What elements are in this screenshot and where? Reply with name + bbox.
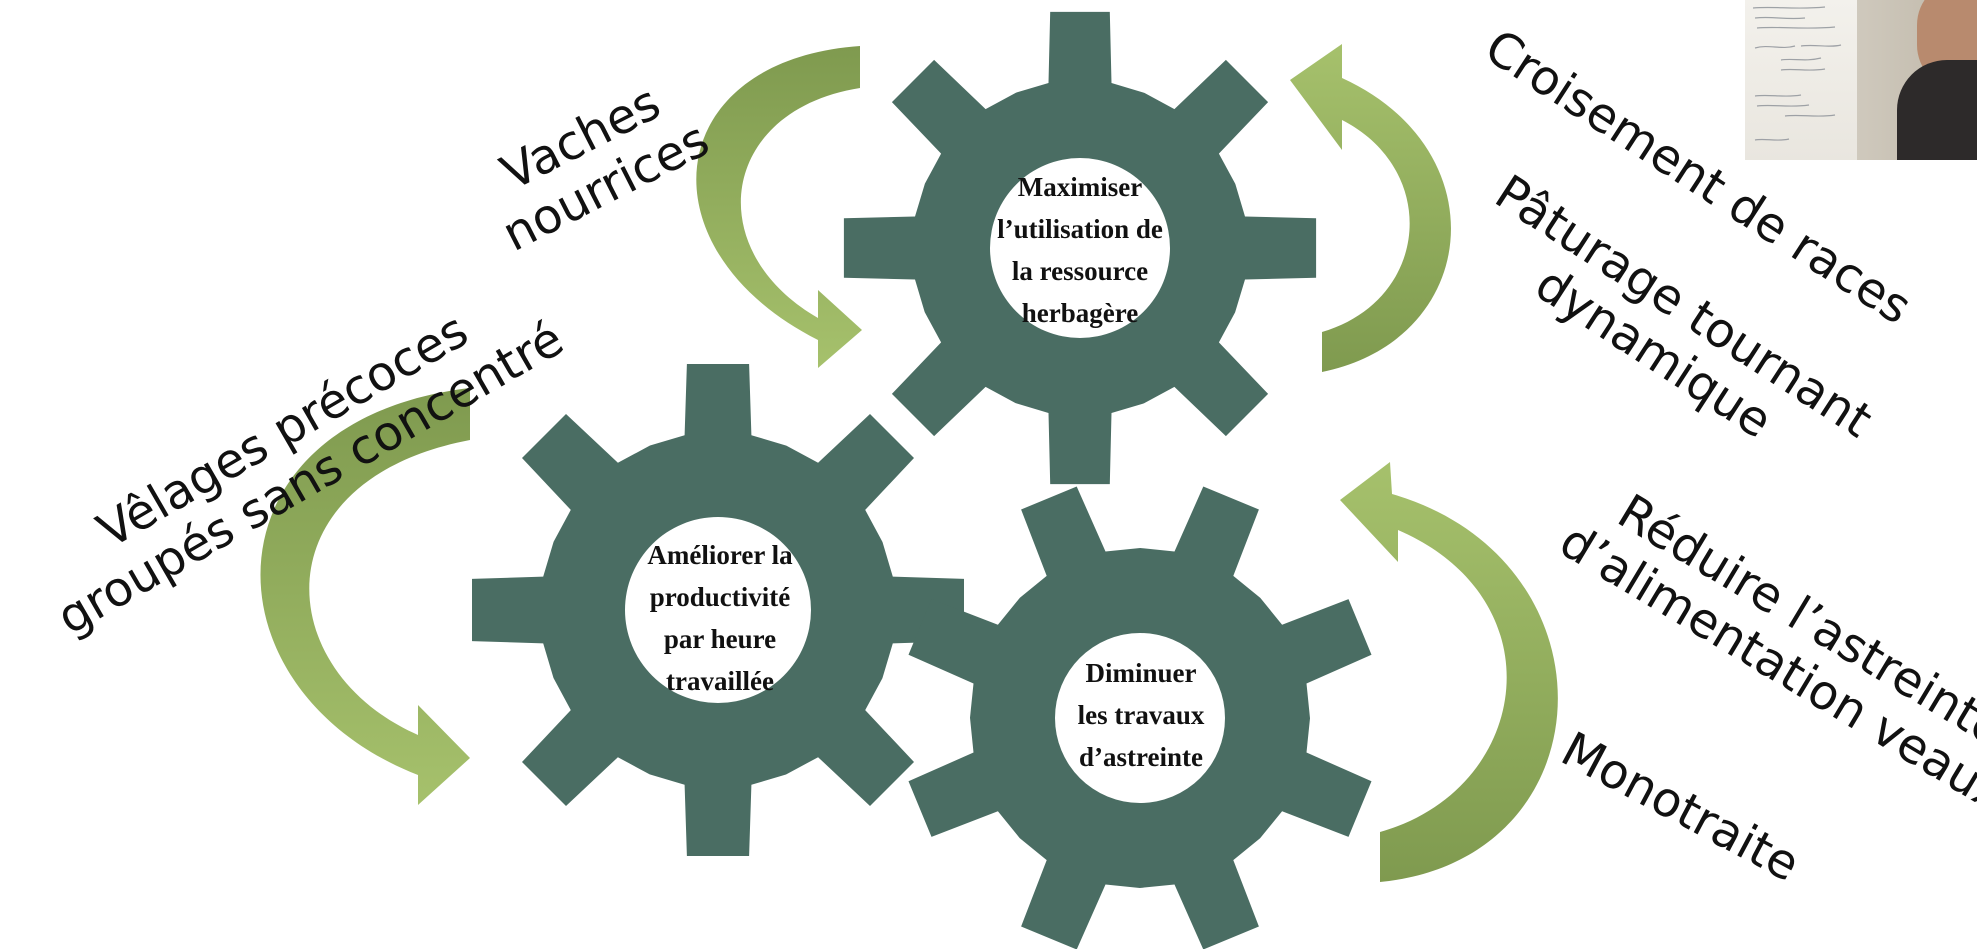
presenter-image [1857, 0, 1977, 160]
arrow-vaches-nourrices [696, 46, 862, 368]
gear-label-line: Améliorer la [647, 540, 793, 570]
arrow-monotraite [1340, 462, 1558, 882]
gear-label-line: par heure [663, 624, 777, 654]
arrow-paturage [1290, 44, 1451, 372]
gear-label-right: Diminuer les travaux d’astreinte [1021, 652, 1261, 778]
gear-label-line: les travaux [1077, 700, 1205, 730]
gear-label-line: la ressource [1011, 256, 1149, 286]
gear-label-line: l’utilisation de [997, 214, 1163, 244]
gear-label-line: productivité [649, 582, 791, 612]
handwritten-notes-image [1745, 0, 1857, 160]
gear-right [908, 486, 1372, 949]
gear-label-left: Améliorer la productivité par heure travail… [600, 534, 840, 702]
gear-label-line: Maximiser [1017, 172, 1143, 202]
gear-label-line: herbagère [1021, 298, 1139, 328]
gear-label-line: travaillée [666, 666, 774, 696]
presenter-video-thumbnail [1745, 0, 1977, 160]
gear-label-line: d’astreinte [1079, 742, 1203, 772]
gear-label-line: Diminuer [1085, 658, 1197, 688]
gear-label-top: Maximiser l’utilisation de la ressource her… [960, 166, 1200, 334]
gear-top [843, 11, 1317, 485]
gear-left [472, 364, 964, 856]
arrow-velages [260, 388, 470, 805]
